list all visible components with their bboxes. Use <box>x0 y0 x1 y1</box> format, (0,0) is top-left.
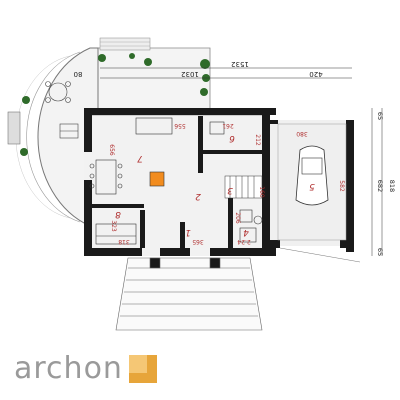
dim-left-span: 1032 <box>181 70 199 78</box>
room-dim-garage-w: 380 <box>296 130 308 137</box>
room-dim-room6-h: 212 <box>254 134 261 146</box>
room-number-2: 2 <box>195 191 201 201</box>
interior-furniture <box>89 117 263 245</box>
room-number-4: 4 <box>243 227 249 237</box>
dim-right-side-top: 65 <box>376 112 384 120</box>
room-number-8: 8 <box>115 209 121 219</box>
dim-right-side-mid: 682 <box>376 180 384 192</box>
room-dim-room6-w: 261 <box>222 122 234 129</box>
terrace-furniture <box>45 81 79 139</box>
room-area-4: 2.24 <box>237 238 251 245</box>
garage <box>277 123 361 263</box>
dim-total-width: 1532 <box>231 60 249 68</box>
room-dim-living-w: 556 <box>174 122 186 129</box>
room-dim-stair-h: 160 <box>258 186 265 198</box>
room-number-1: 1 <box>185 227 191 237</box>
entrance-stairs <box>115 257 263 331</box>
dimension-lines <box>100 67 383 256</box>
room-number-3: 3 <box>227 185 233 195</box>
room-dim-hall-w: 365 <box>192 238 204 245</box>
dim-right-side-total: 818 <box>388 180 396 192</box>
room-dim-kitchen-w: 318 <box>118 238 130 245</box>
room-number-6: 6 <box>229 133 235 143</box>
room-dim-garage-h: 582 <box>338 180 345 192</box>
room-dim-bath-h: 206 <box>234 212 241 224</box>
logo-text: archon <box>14 351 123 386</box>
terrace <box>7 47 211 227</box>
dim-right-span: 420 <box>309 70 322 78</box>
room-number-7: 7 <box>137 153 143 163</box>
room-dim-kitchen-h: 323 <box>110 220 117 232</box>
room-number-5: 5 <box>309 181 315 191</box>
top-stairs <box>99 37 151 51</box>
archon-logo: archon <box>14 352 157 386</box>
dim-right-side-bottom: 65 <box>376 248 384 256</box>
staircase <box>224 175 263 199</box>
dim-terrace-span: 80 <box>74 70 83 78</box>
logo-mark-icon <box>128 355 157 383</box>
room-dim-living-h: 656 <box>108 144 115 156</box>
